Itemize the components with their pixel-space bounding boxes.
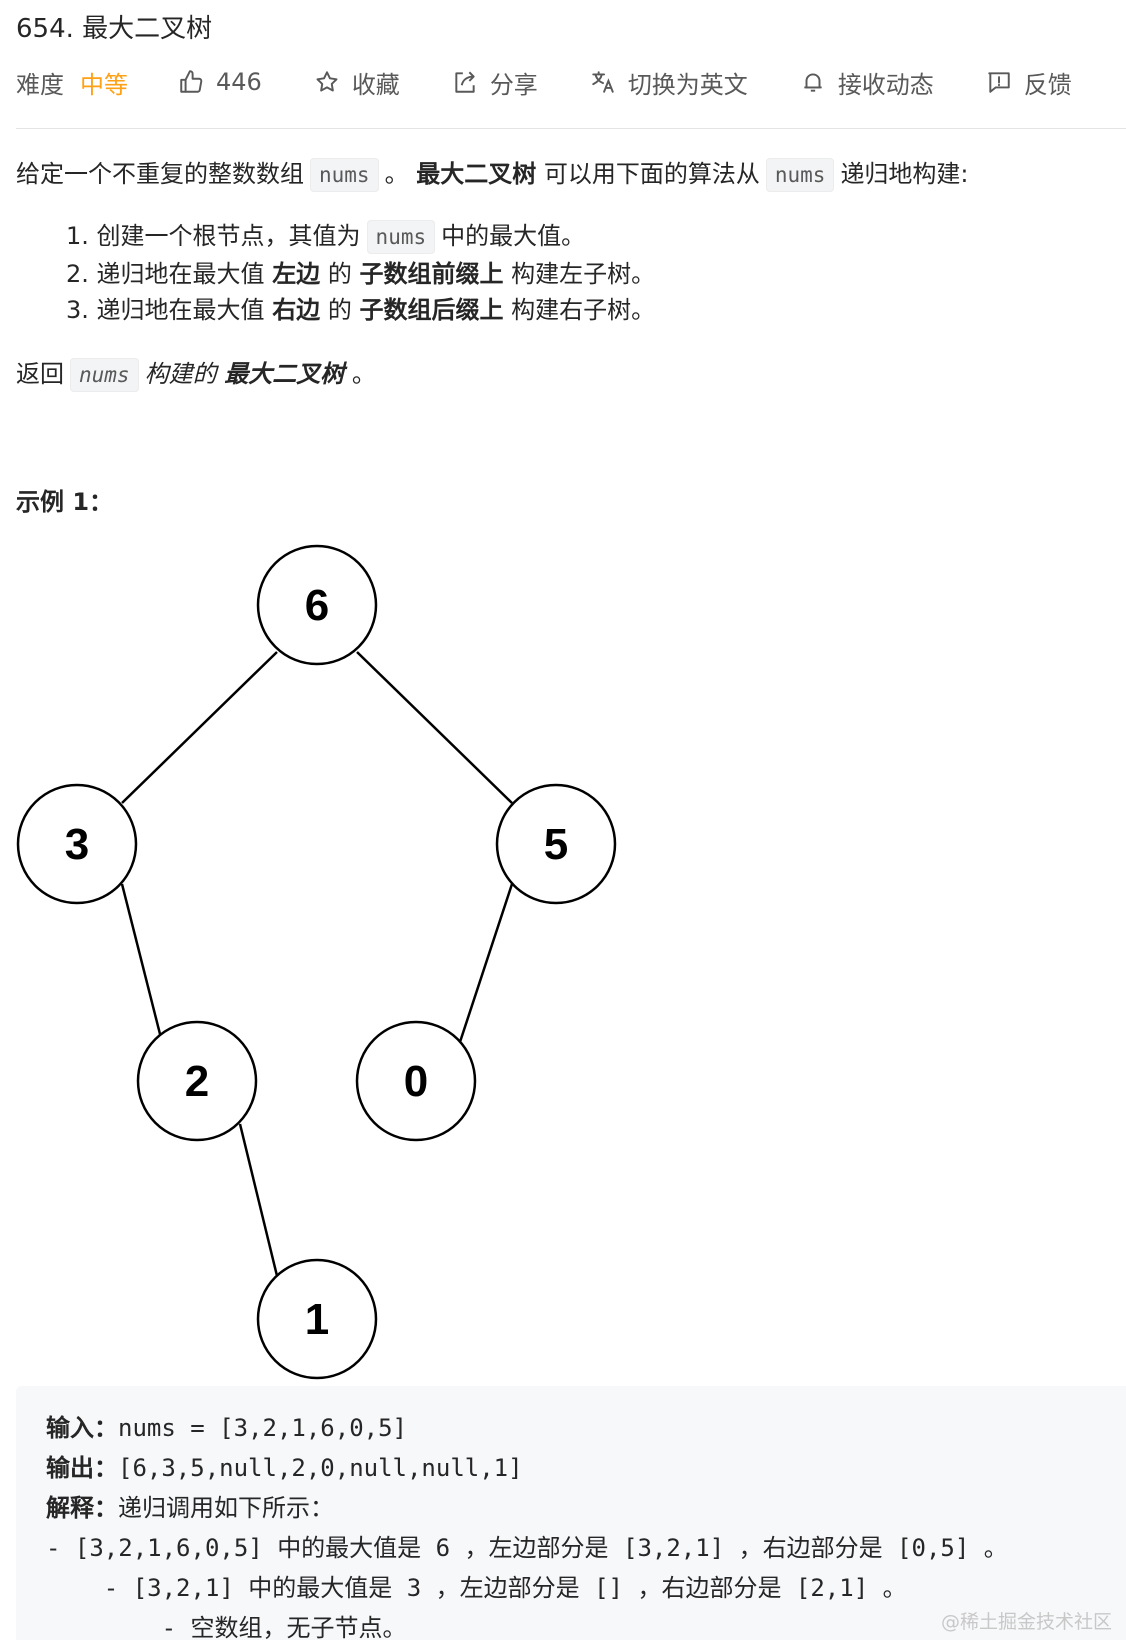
feedback-icon [988, 72, 1010, 93]
translate-label: 切换为英文 [627, 70, 748, 99]
subscribe-label: 接收动态 [837, 70, 934, 99]
example-title: 示例 1： [16, 488, 114, 516]
output-line: 输出：[6,3,5,null,2,0,null,null,1] [46, 1454, 523, 1482]
favorite-label: 收藏 [351, 70, 400, 99]
tree-node-label: 5 [544, 820, 568, 869]
explain-step-3: - 空数组，无子节点。 [46, 1614, 407, 1642]
tree-node-label: 6 [305, 581, 329, 630]
header-divider [16, 128, 1126, 129]
favorite-button[interactable]: 收藏 [314, 65, 400, 100]
tree-node-circle [256, 544, 378, 666]
feedback-button[interactable]: 反馈 [986, 65, 1072, 100]
term-max-tree: 最大二叉树 [416, 160, 537, 188]
tree-edge [121, 651, 278, 804]
tree-node-circle [495, 783, 617, 905]
binary-tree-diagram: 6 3 5 2 0 1 [16, 544, 617, 1380]
tree-node-label: 3 [65, 820, 89, 869]
tree-node-circle [16, 783, 138, 905]
tree-node-label: 0 [404, 1057, 428, 1106]
problem-toolbar: 难度 中等 446 收藏 分享 切换为英文 接收动态 反馈 [16, 60, 1072, 104]
difficulty-value: 中等 [80, 70, 128, 99]
star-icon [316, 71, 338, 92]
share-button[interactable]: 分享 [452, 65, 538, 100]
explain-step-2: - [3,2,1] 中的最大值是 3 ，左边部分是 [] ，右边部分是 [2,1… [46, 1574, 907, 1602]
translate-icon [592, 71, 614, 93]
like-count: 446 [216, 68, 262, 96]
explain-line: 解释：递归调用如下所示： [46, 1494, 334, 1522]
feedback-label: 反馈 [1023, 70, 1072, 99]
share-icon [455, 71, 475, 93]
tree-node-label: 2 [185, 1057, 209, 1106]
code-nums: nums [310, 158, 379, 192]
tree-edge [356, 651, 513, 804]
list-item: 2. 递归地在最大值 左边 的 子数组前缀上 构建左子树。 [66, 260, 656, 288]
watermark: @稀土掘金技术社区 [940, 1611, 1112, 1633]
intro-text-2: 。 [384, 160, 409, 188]
example-code-block: 输入：nums = [3,2,1,6,0,5] 输出：[6,3,5,null,2,… [16, 1386, 1126, 1642]
bell-icon [804, 73, 822, 92]
tree-edge [458, 883, 514, 1043]
like-button[interactable]: 446 [178, 68, 262, 96]
intro-text-1: 给定一个不重复的整数数组 [16, 160, 304, 188]
translate-button[interactable]: 切换为英文 [590, 65, 748, 100]
code-nums: nums [765, 158, 835, 192]
tree-node-circle [256, 1258, 378, 1380]
tree-node-label: 1 [305, 1295, 329, 1344]
intro-text-3: 可以用下面的算法从 [543, 160, 760, 188]
tree-edge [120, 883, 164, 1043]
code-nums: nums [70, 358, 139, 392]
tree-edge [238, 1123, 280, 1281]
input-line: 输入：nums = [3,2,1,6,0,5] [46, 1414, 407, 1442]
difficulty-label: 难度 [16, 70, 64, 99]
intro-text-4: 递归地构建: [840, 160, 969, 188]
tree-node-circle [355, 1020, 477, 1142]
problem-title: 654. 最大二叉树 [16, 14, 213, 44]
code-nums: nums [366, 220, 436, 254]
tree-node-circle [136, 1020, 258, 1142]
subscribe-button[interactable]: 接收动态 [800, 65, 934, 100]
share-label: 分享 [489, 70, 538, 99]
list-item: 3. 递归地在最大值 右边 的 子数组后缀上 构建右子树。 [66, 296, 656, 324]
code-lines: 输入：nums = [3,2,1,6,0,5] 输出：[6,3,5,null,2,… [46, 1408, 1008, 1648]
thumbs-up-icon [180, 70, 203, 93]
explain-step-1: - [3,2,1,6,0,5] 中的最大值是 6 ，左边部分是 [3,2,1] … [46, 1534, 1008, 1562]
